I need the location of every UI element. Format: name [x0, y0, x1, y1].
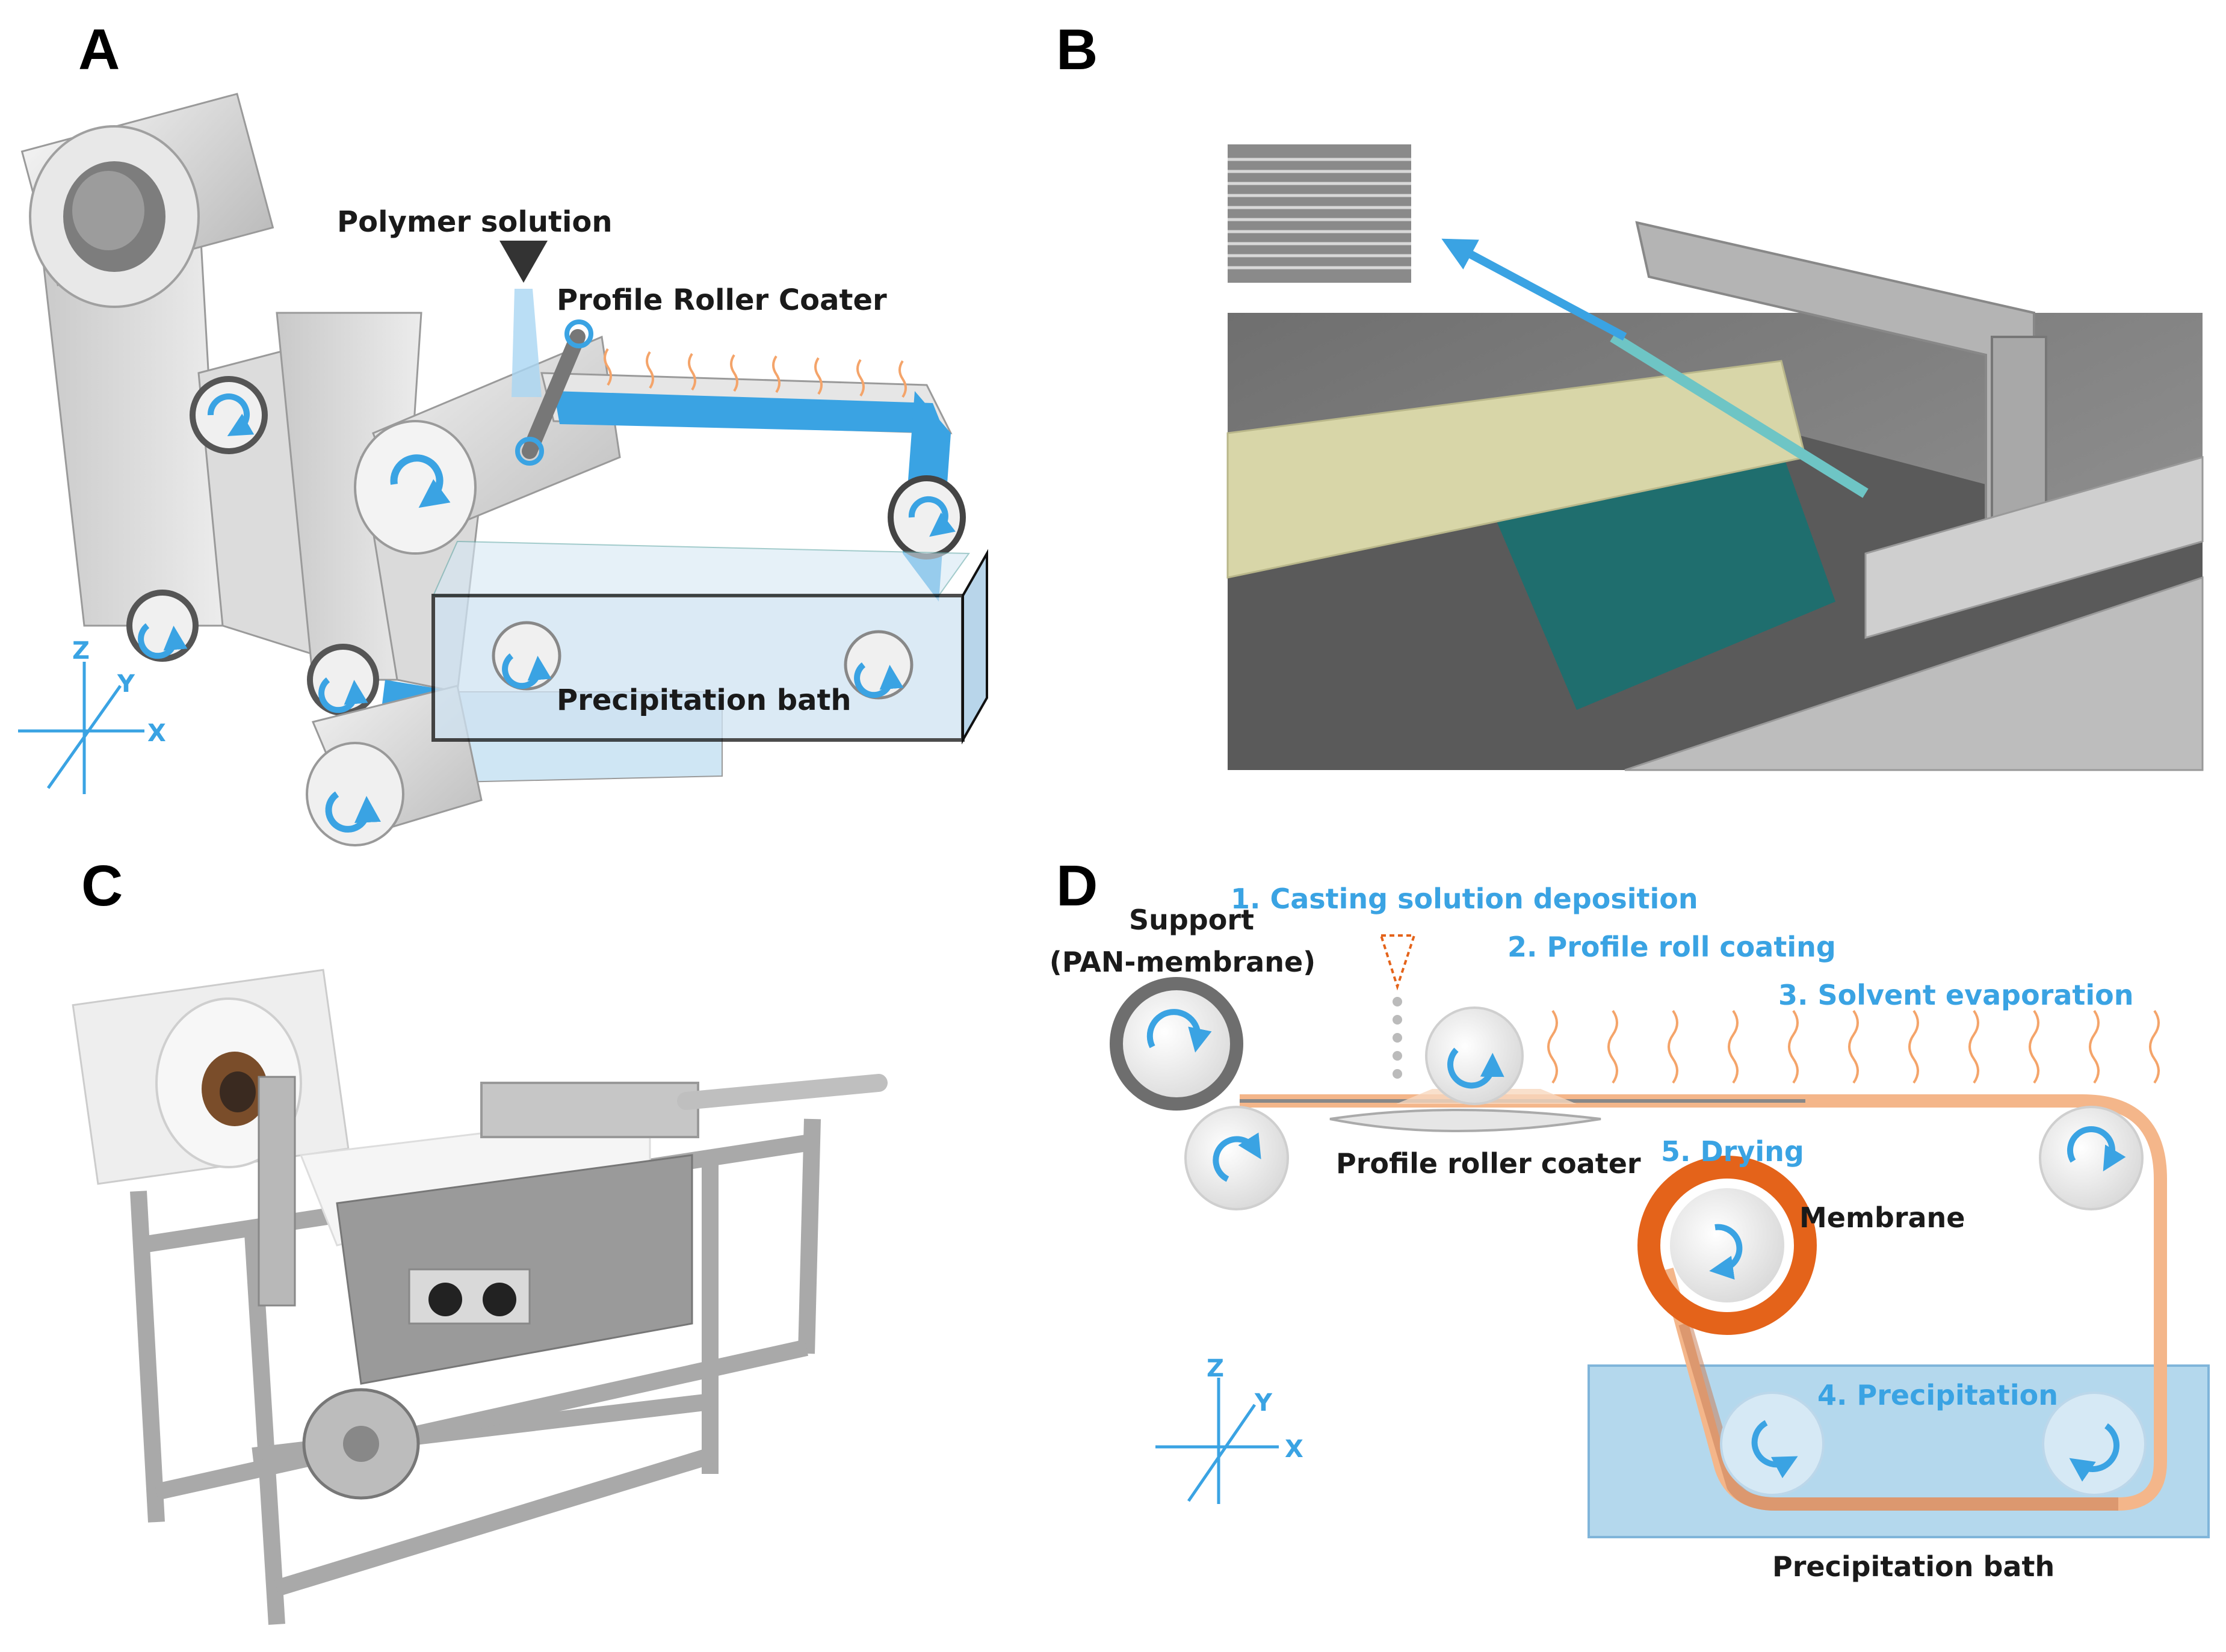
photo-b-coater-rod — [1610, 332, 1869, 498]
polymer-solution-label: Polymer solution — [337, 205, 613, 239]
photo-b-zoom-arrow — [1441, 238, 1627, 341]
photo-b-inset-rod-closeup — [1228, 144, 1411, 283]
axis-y-a: Y — [117, 670, 135, 698]
profile-roller-coater-label-a: Profile Roller Coater — [557, 283, 887, 317]
step1-label: 1. Casting solution deposition — [1231, 883, 1698, 915]
guide-roller-d1 — [1184, 1106, 1289, 1210]
support-label-line1: Support — [1129, 904, 1254, 936]
roller-a1 — [190, 376, 268, 454]
membrane-label: Membrane — [1799, 1201, 1965, 1234]
roller-a2 — [126, 590, 199, 662]
membrane-roll — [1637, 1156, 1817, 1335]
bath-roller-a2 — [844, 630, 914, 700]
axis-x-d: X — [1285, 1435, 1303, 1463]
bath-roller-d1 — [1720, 1392, 1825, 1496]
polymer-nozzle — [499, 241, 548, 397]
axis-x-a: X — [147, 720, 166, 747]
bath-roller-d2 — [2042, 1392, 2147, 1496]
step3-label: 3. Solvent evaporation — [1778, 979, 2134, 1011]
supply-roll — [20, 93, 274, 308]
evaporation-squiggles — [604, 348, 907, 398]
support-label-line2: (PAN-membrane) — [1050, 946, 1316, 978]
profile-roller-rod — [515, 319, 593, 466]
step4-label: 4. Precipitation — [1817, 1379, 2058, 1411]
bath-roller-a1 — [492, 621, 561, 691]
step5-label: 5. Drying — [1661, 1135, 1804, 1168]
panel-c: C — [72, 854, 888, 1625]
precipitation-bath-label-d: Precipitation bath — [1772, 1550, 2054, 1583]
panel-b-letter: B — [1056, 17, 1098, 82]
roller-a3 — [307, 644, 379, 716]
guide-roller-d2 — [2039, 1106, 2144, 1210]
panel-a-letter: A — [78, 17, 120, 82]
casting-nozzle-d — [1379, 934, 1416, 1079]
photo-b-frame — [1635, 221, 2204, 639]
photo-b-rail — [1624, 576, 2204, 771]
precipitation-bath-label-a: Precipitation bath — [557, 683, 852, 717]
axis-y-d: Y — [1254, 1389, 1273, 1417]
axes-a — [18, 662, 144, 794]
panel-d: D — [1050, 854, 2210, 1583]
profile-roller-coater-d — [1329, 1006, 1601, 1132]
axes-d — [1155, 1378, 1279, 1504]
panel-d-letter: D — [1056, 854, 1098, 918]
photo-c-machine — [72, 969, 888, 1625]
panel-a: A — [18, 17, 988, 846]
evaporation-squiggles-d — [1547, 1009, 2160, 1084]
axis-z-a: Z — [72, 637, 90, 665]
support-roll — [1110, 977, 1243, 1111]
panel-c-letter: C — [81, 854, 123, 918]
axis-z-d: Z — [1207, 1355, 1224, 1382]
panel-b: B — [1056, 17, 2204, 771]
profile-roller-coater-label-d: Profile roller coater — [1336, 1147, 1641, 1180]
step2-label: 2. Profile roll coating — [1507, 931, 1836, 963]
